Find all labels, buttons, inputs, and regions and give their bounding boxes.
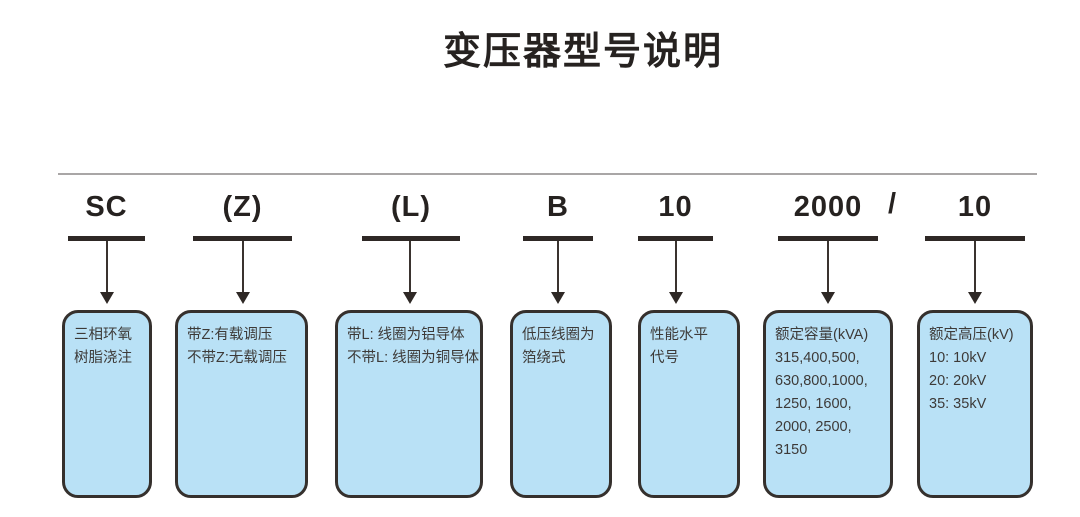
segment-capacity: 2000 额定容量(kVA) 315,400,500, 630,800,1000… [763,186,893,498]
page-title: 变压器型号说明 [442,31,724,73]
box-line: 3150 [775,442,808,458]
box-line: 10: 10kV [929,350,987,366]
box-line: 额定容量(kVA) [775,327,869,343]
description-box: 三相环氧 树脂浇注 [62,310,152,498]
code-label: 10 [658,191,693,223]
code-label: (Z) [222,191,263,223]
code-label: 2000 [793,191,863,223]
arrow-stem [242,241,244,293]
underline [638,236,713,241]
box-line: 不带Z:无载调压 [187,350,287,366]
segment-voltage: 10 额定高压(kV) 10: 10kV 20: 20kV 35: 35kV [917,186,1033,498]
segment-b: B 低压线圈为 箔绕式 [510,186,612,498]
down-arrow-icon [669,241,683,305]
description-box: 低压线圈为 箔绕式 [510,310,612,498]
underline [68,236,145,241]
box-line: 带Z:有载调压 [187,327,273,343]
box-line: 代号 [650,350,679,366]
horizontal-rule [58,173,1037,175]
underline [925,236,1025,241]
arrow-head [669,292,683,304]
box-line: 三相环氧 [74,327,132,343]
description-box: 带L: 线圈为铝导体 不带L: 线圈为铜导体 [335,310,483,498]
arrow-head [551,292,565,304]
arrow-stem [675,241,677,293]
segment-sc: SC 三相环氧 树脂浇注 [62,186,152,498]
box-line: 带L: 线圈为铝导体 [347,327,465,343]
box-line: 2000, 2500, [775,419,852,435]
down-arrow-icon [100,241,114,305]
arrow-stem [106,241,108,293]
arrow-head [236,292,250,304]
box-line: 35: 35kV [929,396,987,412]
code-label: SC [85,191,128,223]
arrow-stem [827,241,829,293]
box-line: 低压线圈为 [522,327,595,343]
description-box: 额定容量(kVA) 315,400,500, 630,800,1000, 125… [763,310,893,498]
segment-l: (L) 带L: 线圈为铝导体 不带L: 线圈为铜导体 [335,186,483,498]
underline [523,236,593,241]
box-line: 1250, 1600, [775,396,852,412]
box-line: 315,400,500, [775,350,860,366]
box-line: 额定高压(kV) [929,327,1014,343]
down-arrow-icon [403,241,417,305]
arrow-stem [409,241,411,293]
box-line: 箔绕式 [522,350,566,366]
box-line: 不带L: 线圈为铜导体 [347,350,480,366]
down-arrow-icon [551,241,565,305]
arrow-stem [974,241,976,293]
arrow-head [821,292,835,304]
down-arrow-icon [968,241,982,305]
box-line: 树脂浇注 [74,350,132,366]
down-arrow-icon [236,241,250,305]
segment-z: (Z) 带Z:有载调压 不带Z:无载调压 [175,186,308,498]
description-box: 性能水平 代号 [638,310,740,498]
underline [362,236,460,241]
description-box: 额定高压(kV) 10: 10kV 20: 20kV 35: 35kV [917,310,1033,498]
description-box: 带Z:有载调压 不带Z:无载调压 [175,310,308,498]
down-arrow-icon [821,241,835,305]
code-label: B [547,191,569,223]
slash-separator: / [888,188,897,220]
underline [193,236,292,241]
box-line: 630,800,1000, [775,373,868,389]
box-line: 性能水平 [650,327,708,343]
arrow-head [100,292,114,304]
segment-performance: 10 性能水平 代号 [638,186,740,498]
code-label: 10 [957,191,993,223]
arrow-head [968,292,982,304]
code-label: (L) [390,191,432,223]
arrow-head [403,292,417,304]
underline [778,236,878,241]
box-line: 20: 20kV [929,373,987,389]
arrow-stem [557,241,559,293]
